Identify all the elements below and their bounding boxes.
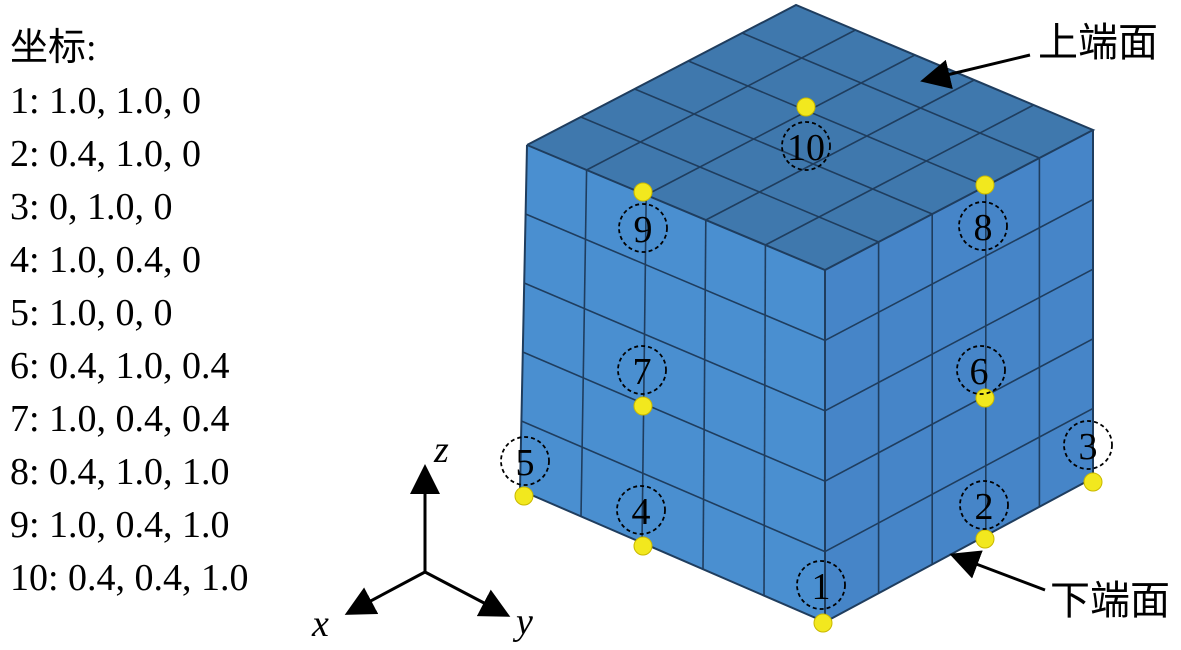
- point-label-9: 9: [634, 209, 653, 251]
- cube-left-face: [520, 145, 825, 622]
- coordinate-line-5: 5: 1.0, 0, 0: [10, 292, 173, 334]
- coordinate-line-3: 3: 0, 1.0, 0: [10, 186, 173, 228]
- coordinate-line-10: 10: 0.4, 0.4, 1.0: [10, 557, 249, 599]
- point-label-5: 5: [516, 442, 535, 484]
- coordinate-list-title: 坐标:: [10, 27, 97, 69]
- coordinate-line-9: 9: 1.0, 0.4, 1.0: [10, 504, 230, 546]
- marker-10: [796, 97, 816, 117]
- axis-triad: [344, 464, 511, 617]
- marker-3: [1083, 472, 1103, 492]
- cube-right-face: [825, 130, 1093, 622]
- marker-1: [813, 613, 833, 633]
- x-axis-label: x: [311, 603, 329, 645]
- bottom-face-label: 下端面: [1050, 578, 1170, 624]
- y-axis-label: y: [512, 601, 533, 643]
- coordinate-line-1: 1: 1.0, 1.0, 0: [10, 80, 202, 122]
- coordinate-line-8: 8: 0.4, 1.0, 1.0: [10, 451, 230, 493]
- label-circles: [500, 121, 1113, 610]
- marker-7: [633, 396, 653, 416]
- point-label-8: 8: [974, 207, 993, 249]
- coordinate-line-7: 7: 1.0, 0.4, 0.4: [10, 398, 230, 440]
- coordinate-line-2: 2: 0.4, 1.0, 0: [10, 133, 202, 175]
- point-markers: [514, 97, 1103, 633]
- point-label-7: 7: [633, 351, 652, 393]
- top-face-label: 上端面: [1038, 20, 1158, 66]
- coordinate-line-6: 6: 0.4, 1.0, 0.4: [10, 345, 230, 387]
- point-label-3: 3: [1079, 426, 1098, 468]
- coordinate-list: 坐标: 1: 1.0, 1.0, 0 2: 0.4, 1.0, 0 3: 0, …: [10, 22, 249, 605]
- marker-4: [633, 536, 653, 556]
- marker-8: [975, 175, 995, 195]
- point-label-1: 1: [812, 566, 831, 608]
- point-label-6: 6: [970, 351, 989, 393]
- x-axis-arrow: [344, 570, 426, 615]
- z-axis-label: z: [433, 429, 449, 471]
- bottom-face-arrow: [949, 550, 1046, 592]
- point-label-10: 10: [787, 127, 825, 169]
- mesh-grid: [521, 29, 1094, 596]
- point-labels: 1 2 3 4 5 6 7 8 9 10: [516, 127, 1098, 608]
- marker-9: [633, 182, 653, 202]
- point-label-4: 4: [632, 491, 651, 533]
- top-face-arrow: [920, 53, 1031, 89]
- marker-5: [514, 486, 534, 506]
- marker-2: [975, 529, 995, 549]
- y-axis-arrow: [424, 570, 511, 617]
- point-label-2: 2: [975, 486, 994, 528]
- coordinate-line-4: 4: 1.0, 0.4, 0: [10, 239, 202, 281]
